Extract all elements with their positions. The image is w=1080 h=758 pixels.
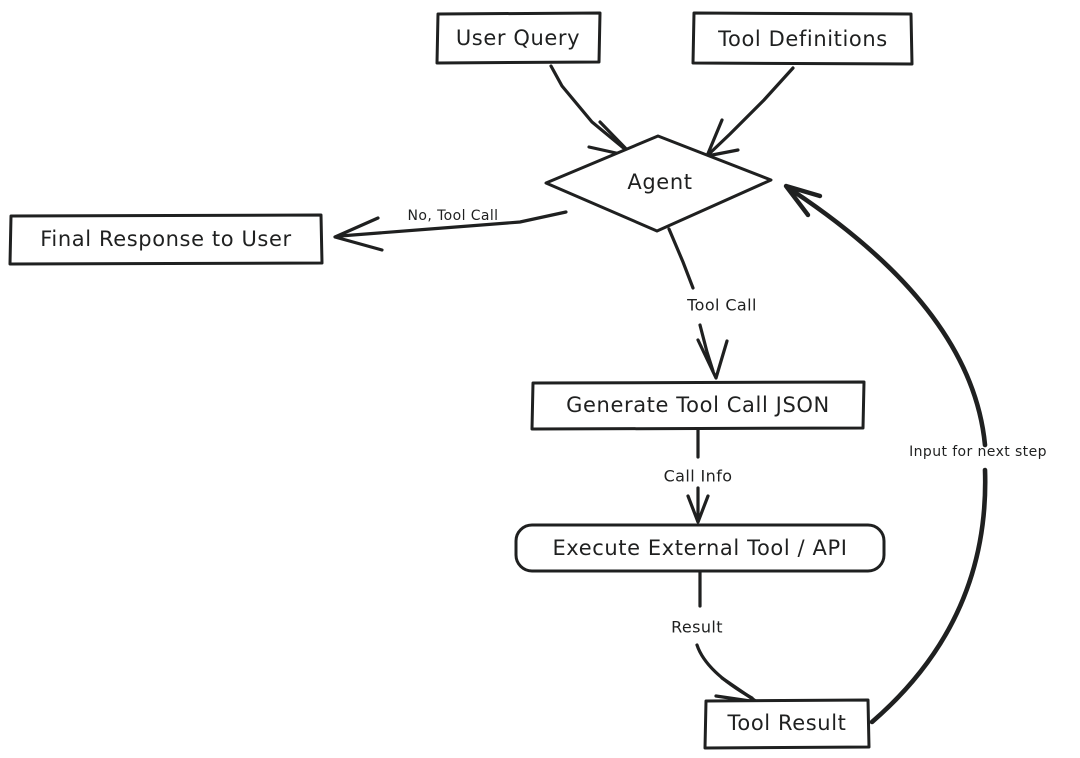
- edge-label-call-info: Call Info: [664, 467, 733, 486]
- node-label-final-response: Final Response to User: [40, 227, 291, 251]
- node-label-generate-tool-call-json: Generate Tool Call JSON: [566, 393, 830, 417]
- node-final-response[interactable]: Final Response to User: [8, 213, 324, 266]
- edge-tool-definitions-to-agent: [705, 66, 795, 158]
- edge-label-tool-call: Tool Call: [686, 296, 757, 315]
- node-user-query[interactable]: User Query: [435, 11, 602, 65]
- edge-generate-json-to-execute-tool: Call Info: [664, 428, 733, 524]
- node-label-agent: Agent: [627, 170, 692, 194]
- node-label-tool-result: Tool Result: [727, 711, 847, 735]
- node-generate-tool-call-json[interactable]: Generate Tool Call JSON: [530, 380, 866, 431]
- node-label-user-query: User Query: [456, 26, 580, 50]
- edge-tool-result-to-agent: Input for next step: [783, 183, 1047, 725]
- node-tool-definitions[interactable]: Tool Definitions: [691, 11, 914, 66]
- node-tool-result[interactable]: Tool Result: [703, 698, 871, 750]
- edge-execute-tool-to-tool-result: Result: [671, 570, 759, 704]
- edge-agent-to-final-response: No, Tool Call: [333, 208, 568, 252]
- node-label-execute-external-tool: Execute External Tool / API: [552, 536, 847, 560]
- edge-label-result: Result: [671, 618, 723, 637]
- edge-agent-to-generate-json: Tool Call: [667, 227, 757, 380]
- node-agent[interactable]: Agent: [544, 134, 773, 233]
- edge-label-no-tool-call: No, Tool Call: [408, 208, 499, 224]
- node-execute-external-tool[interactable]: Execute External Tool / API: [514, 523, 886, 573]
- edge-user-query-to-agent: [549, 64, 636, 159]
- edge-label-input-for-next-step: Input for next step: [909, 444, 1047, 460]
- node-label-tool-definitions: Tool Definitions: [717, 27, 888, 51]
